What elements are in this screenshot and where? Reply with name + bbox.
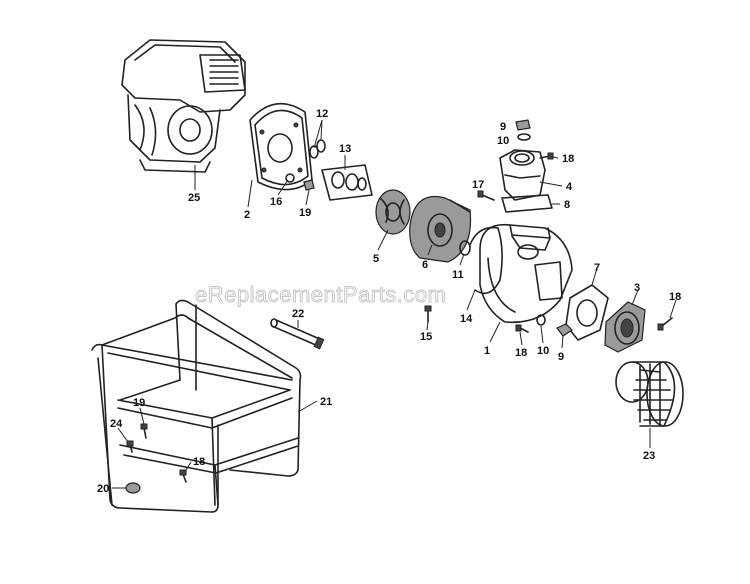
plug-part-9-bottom: [556, 323, 573, 337]
callout-19-frame: 19: [133, 397, 145, 409]
callout-8: 8: [564, 199, 570, 211]
callout-25: 25: [188, 192, 200, 204]
callout-6: 6: [422, 259, 428, 271]
discharge-elbow-part-4: [499, 149, 546, 201]
bolt-part-17: [477, 190, 495, 201]
callout-5: 5: [373, 253, 379, 265]
callout-4: 4: [566, 181, 573, 193]
volute-part-6: [409, 196, 472, 263]
impeller-part-5: [375, 189, 411, 235]
plug-part-9-top: [515, 119, 531, 131]
bolt-part-16: [285, 173, 295, 183]
adapter-plate-part-2: [249, 102, 313, 191]
bolt-part-18-bottom: [515, 324, 529, 333]
leader-lines: [112, 119, 677, 489]
nut-part-19: [303, 179, 315, 191]
gasket-part-14: [469, 226, 503, 295]
bolt-part-18-top: [539, 152, 554, 160]
callout-16: 16: [270, 196, 282, 208]
gasket-part-8: [501, 194, 553, 213]
callout-18-frame: 18: [193, 456, 205, 468]
suction-flange-part-3: [604, 301, 646, 353]
callout-23: 23: [643, 450, 655, 462]
callout-17: 17: [472, 179, 484, 191]
callout-10-top: 10: [497, 135, 509, 147]
callout-14: 14: [460, 313, 473, 325]
callout-24: 24: [110, 418, 123, 430]
callout-15: 15: [420, 331, 432, 343]
callout-9-bottom: 9: [558, 351, 564, 363]
seal-kit-part-13: [321, 164, 373, 201]
callout-12: 12: [316, 108, 328, 120]
gasket-part-7: [565, 284, 609, 341]
callout-1: 1: [484, 345, 490, 357]
frame-part-21: [91, 299, 302, 513]
callout-18-bottom: 18: [515, 347, 527, 359]
callout-13: 13: [339, 143, 351, 155]
o-ring-part-11: [459, 240, 471, 256]
callout-labels: 25 2 12 16 19 13 5 6 11 9 10 18 17 4 8 1…: [97, 108, 681, 495]
callout-22: 22: [292, 308, 304, 320]
callout-7: 7: [594, 262, 600, 274]
washer-part-10-top: [517, 133, 531, 141]
strainer-part-23: [615, 361, 684, 427]
bolt-part-19-frame: [140, 423, 148, 439]
callout-10-bottom: 10: [537, 345, 549, 357]
handle-part-22: [270, 318, 325, 350]
pump-casing-part-1: [479, 223, 573, 324]
seal-part-12: [309, 139, 326, 159]
callout-9-top: 9: [500, 121, 506, 133]
callout-18-top: 18: [562, 153, 574, 165]
bolt-part-18-right: [657, 317, 673, 331]
callout-19: 19: [299, 207, 311, 219]
bolt-part-24: [126, 440, 134, 453]
callout-18-right: 18: [669, 291, 681, 303]
bolt-part-18-frame: [179, 469, 187, 483]
watermark-text: eReplacementParts.com: [195, 282, 446, 307]
engine-part-25: [121, 39, 246, 173]
callout-20: 20: [97, 483, 109, 495]
callout-11: 11: [452, 269, 464, 281]
bolt-part-15: [424, 305, 432, 323]
foot-part-20: [125, 482, 141, 494]
callout-2: 2: [244, 209, 250, 221]
callout-21: 21: [320, 396, 332, 408]
washer-part-10-bottom: [536, 314, 546, 326]
callout-3: 3: [634, 282, 640, 294]
